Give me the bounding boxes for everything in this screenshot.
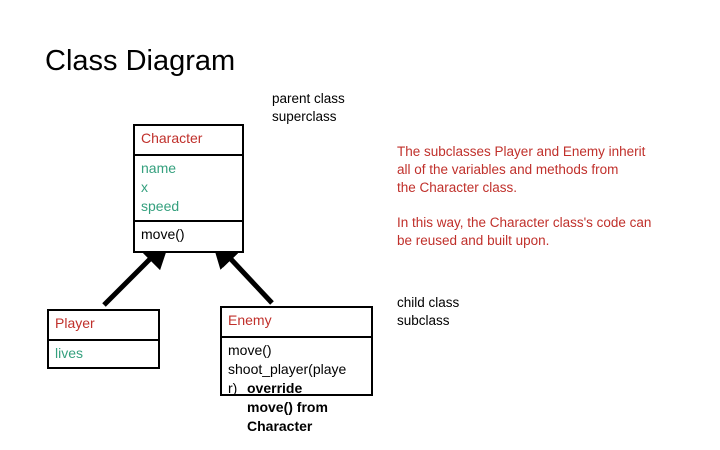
attributes-compartment-character: name x speed — [135, 154, 242, 220]
methods-compartment-enemy: move() shoot_player(playe r) — [222, 336, 371, 396]
class-name-player: Player — [55, 315, 95, 331]
page-title: Class Diagram — [45, 45, 236, 77]
class-name-enemy: Enemy — [228, 312, 272, 328]
class-box-enemy[interactable]: Enemy move() shoot_player(playe r) — [220, 306, 373, 396]
annotation-reuse: In this way, the Character class's code … — [397, 215, 652, 248]
method-enemy-move: move() — [228, 342, 272, 358]
methods-character: move() — [141, 226, 185, 242]
child-class-label: child class subclass — [397, 295, 460, 328]
attributes-character: name x speed — [141, 160, 180, 214]
parent-class-label: parent class superclass — [272, 91, 345, 124]
attributes-compartment-player: lives — [49, 339, 158, 367]
class-name-compartment-player: Player — [49, 311, 158, 339]
class-box-player[interactable]: Player lives — [47, 309, 160, 369]
attributes-player: lives — [55, 345, 84, 361]
arrow-enemy-to-character — [210, 237, 274, 305]
class-name-compartment-enemy: Enemy — [222, 308, 371, 336]
class-box-character[interactable]: Character name x speed move() — [133, 124, 244, 253]
class-name-character: Character — [141, 130, 203, 146]
method-enemy-shoot-player: shoot_player(playe r) — [228, 361, 347, 396]
class-name-compartment-character: Character — [135, 126, 242, 154]
override-annotation: override move() from Character — [247, 380, 328, 434]
annotation-inheritance: The subclasses Player and Enemy inherit … — [397, 144, 646, 195]
arrow-player-to-character — [102, 238, 171, 307]
methods-compartment-character: move() — [135, 220, 242, 251]
